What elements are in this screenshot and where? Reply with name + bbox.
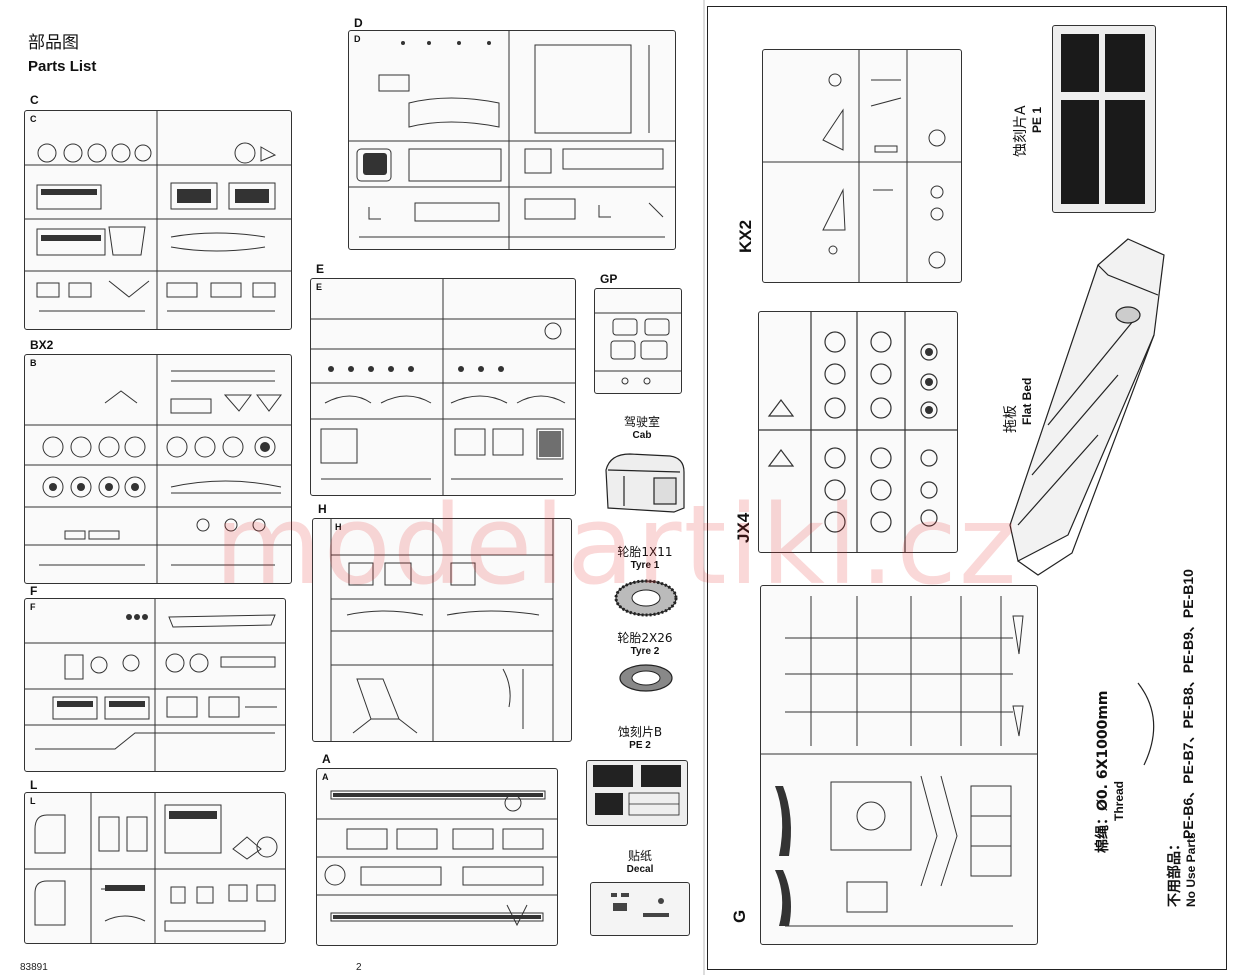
page-number: 2 [356,962,362,973]
sprue-f: F [24,598,286,772]
decal-cn: 贴纸 [627,849,652,863]
no-use-list: PE-B6、PE-B7、PE-B8、PE-B9、PE-B10 [1180,569,1196,839]
sprue-bx2: B [24,354,292,584]
title-cn: 部品图 [28,33,79,53]
page-divider [703,0,705,975]
sprue-gp-label: GP [600,272,618,286]
sprue-c-tag: C [30,114,37,124]
sprue-h-drawing [330,519,554,741]
pe1-en: PE 1 [1030,106,1044,133]
thread-en: Thread [1112,780,1126,821]
flatbed-illustration [1009,238,1165,576]
sprue-l: L [24,792,286,944]
cab-illustration [605,453,685,513]
sprue-jx4-label: JX4 [734,512,753,543]
sprue-d: D [348,30,676,250]
tyre1-en: Tyre 1 [630,559,660,571]
sprue-e: E [310,278,576,496]
sprue-g-drawing [761,596,1037,927]
sprue-a: A [316,768,558,946]
cab-cn: 驾驶室 [623,415,660,429]
pe1-cn: 蚀刻片A [1013,105,1029,157]
sprue-f-drawing [25,599,285,771]
sprue-a-label: A [322,752,331,766]
right-page: KX2 蚀刻片A PE 1 拖板 Flat Bed [707,6,1227,970]
sprue-a-drawing [317,790,557,927]
sprue-g [760,585,1038,945]
sprue-h: H [312,518,572,742]
tyre2-illustration [619,664,673,692]
thread-spec: 棉绳：Ø0. 6X1000mm [1095,690,1111,853]
sprue-c-drawing [25,111,291,329]
sprue-gp-drawing [595,312,681,385]
decal-caption: 贴纸 Decal [598,849,682,875]
no-use-en: No Use Parts [1184,832,1198,907]
pe1-drawing [1061,34,1145,204]
pe2-caption: 蚀刻片B PE 2 [598,725,682,751]
sprue-l-drawing [25,793,285,943]
tyre2-en: Tyre 2 [630,645,660,657]
sprue-e-label: E [316,262,325,276]
footer-code: 83891 [20,962,48,973]
sprue-h-label: H [318,502,327,516]
sprue-f-label: F [30,584,38,598]
tyre1-caption: 轮胎1X11 Tyre 1 [602,545,688,571]
sprue-gp [594,288,682,394]
sprue-e-tag: E [316,282,323,292]
sprue-c-label: C [30,93,39,107]
tyre2-caption: 轮胎2X26 Tyre 2 [602,631,688,657]
decal-drawing [611,893,669,917]
sprue-l-tag: L [30,796,36,806]
tyre1-illustration [614,579,678,617]
sprue-kx2-drawing [763,50,961,282]
flatbed-cn: 拖板 [1003,405,1019,433]
cab-caption: 驾驶室 Cab [602,415,682,441]
tyre1-cn: 轮胎1X11 [617,545,673,559]
sprue-h-tag: H [335,522,342,532]
sprue-d-label: D [354,16,363,30]
sprue-g-label: G [730,909,749,923]
sprue-kx2 [762,49,962,283]
pe1-fret [1052,25,1156,213]
tyre2-cn: 轮胎2X26 [617,631,673,645]
pe2-fret [586,760,688,826]
sprue-d-tag: D [354,34,361,44]
pe2-en: PE 2 [629,739,651,751]
title-en: Parts List [28,58,97,75]
sprue-a-tag: A [322,772,329,782]
pe2-cn: 蚀刻片B [617,725,663,739]
left-page: 部品图 Parts List C C BX2 [20,16,690,973]
sprue-c: C [24,110,292,330]
sprue-bx2-drawing [25,355,291,583]
sprue-f-tag: F [30,602,36,612]
sprue-kx2-label: KX2 [736,219,755,253]
pe2-drawing [593,765,681,816]
sprue-d-drawing [349,31,675,249]
sprue-bx2-label: BX2 [30,338,54,352]
sprue-bx2-tag: B [30,358,37,368]
no-use-cn: 不用部品： [1167,837,1183,907]
sprue-jx4-drawing [759,312,957,552]
flatbed-en: Flat Bed [1020,377,1034,425]
sprue-l-label: L [30,778,38,792]
thread-illustration [1137,682,1155,766]
sprue-e-drawing [311,279,575,495]
cab-en: Cab [632,429,652,441]
decal-en: Decal [626,863,654,875]
decal-sheet [590,882,690,936]
sprue-jx4 [758,311,958,553]
